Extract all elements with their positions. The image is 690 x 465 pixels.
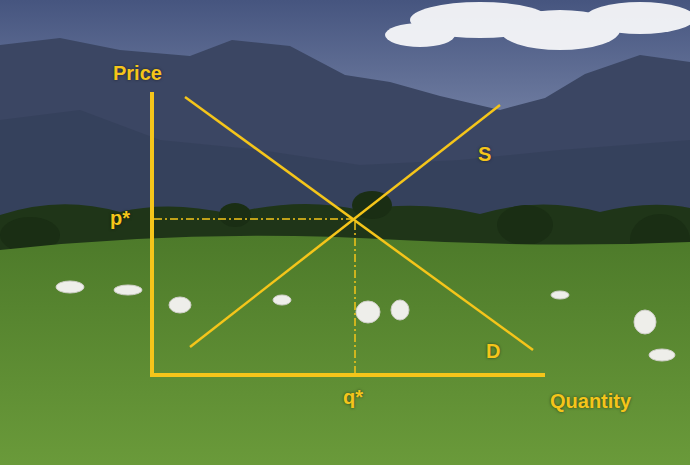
supply-curve bbox=[190, 105, 500, 347]
axis-title: Price bbox=[113, 62, 162, 85]
curve-label: S bbox=[478, 143, 491, 166]
price-guide bbox=[154, 218, 355, 220]
equilibrium-quantity: q* bbox=[343, 386, 363, 409]
quantity-guide bbox=[354, 222, 356, 373]
demand-curve bbox=[185, 97, 533, 350]
axis-title: Quantity bbox=[550, 390, 631, 413]
price-axis bbox=[150, 92, 154, 376]
field bbox=[0, 236, 690, 465]
equilibrium-price: p* bbox=[110, 207, 130, 230]
clouds bbox=[385, 2, 690, 50]
quantity-axis bbox=[150, 373, 545, 377]
sheep bbox=[56, 281, 675, 361]
curve-label: D bbox=[486, 340, 500, 363]
sky bbox=[0, 0, 690, 240]
chart-lines bbox=[150, 92, 545, 376]
